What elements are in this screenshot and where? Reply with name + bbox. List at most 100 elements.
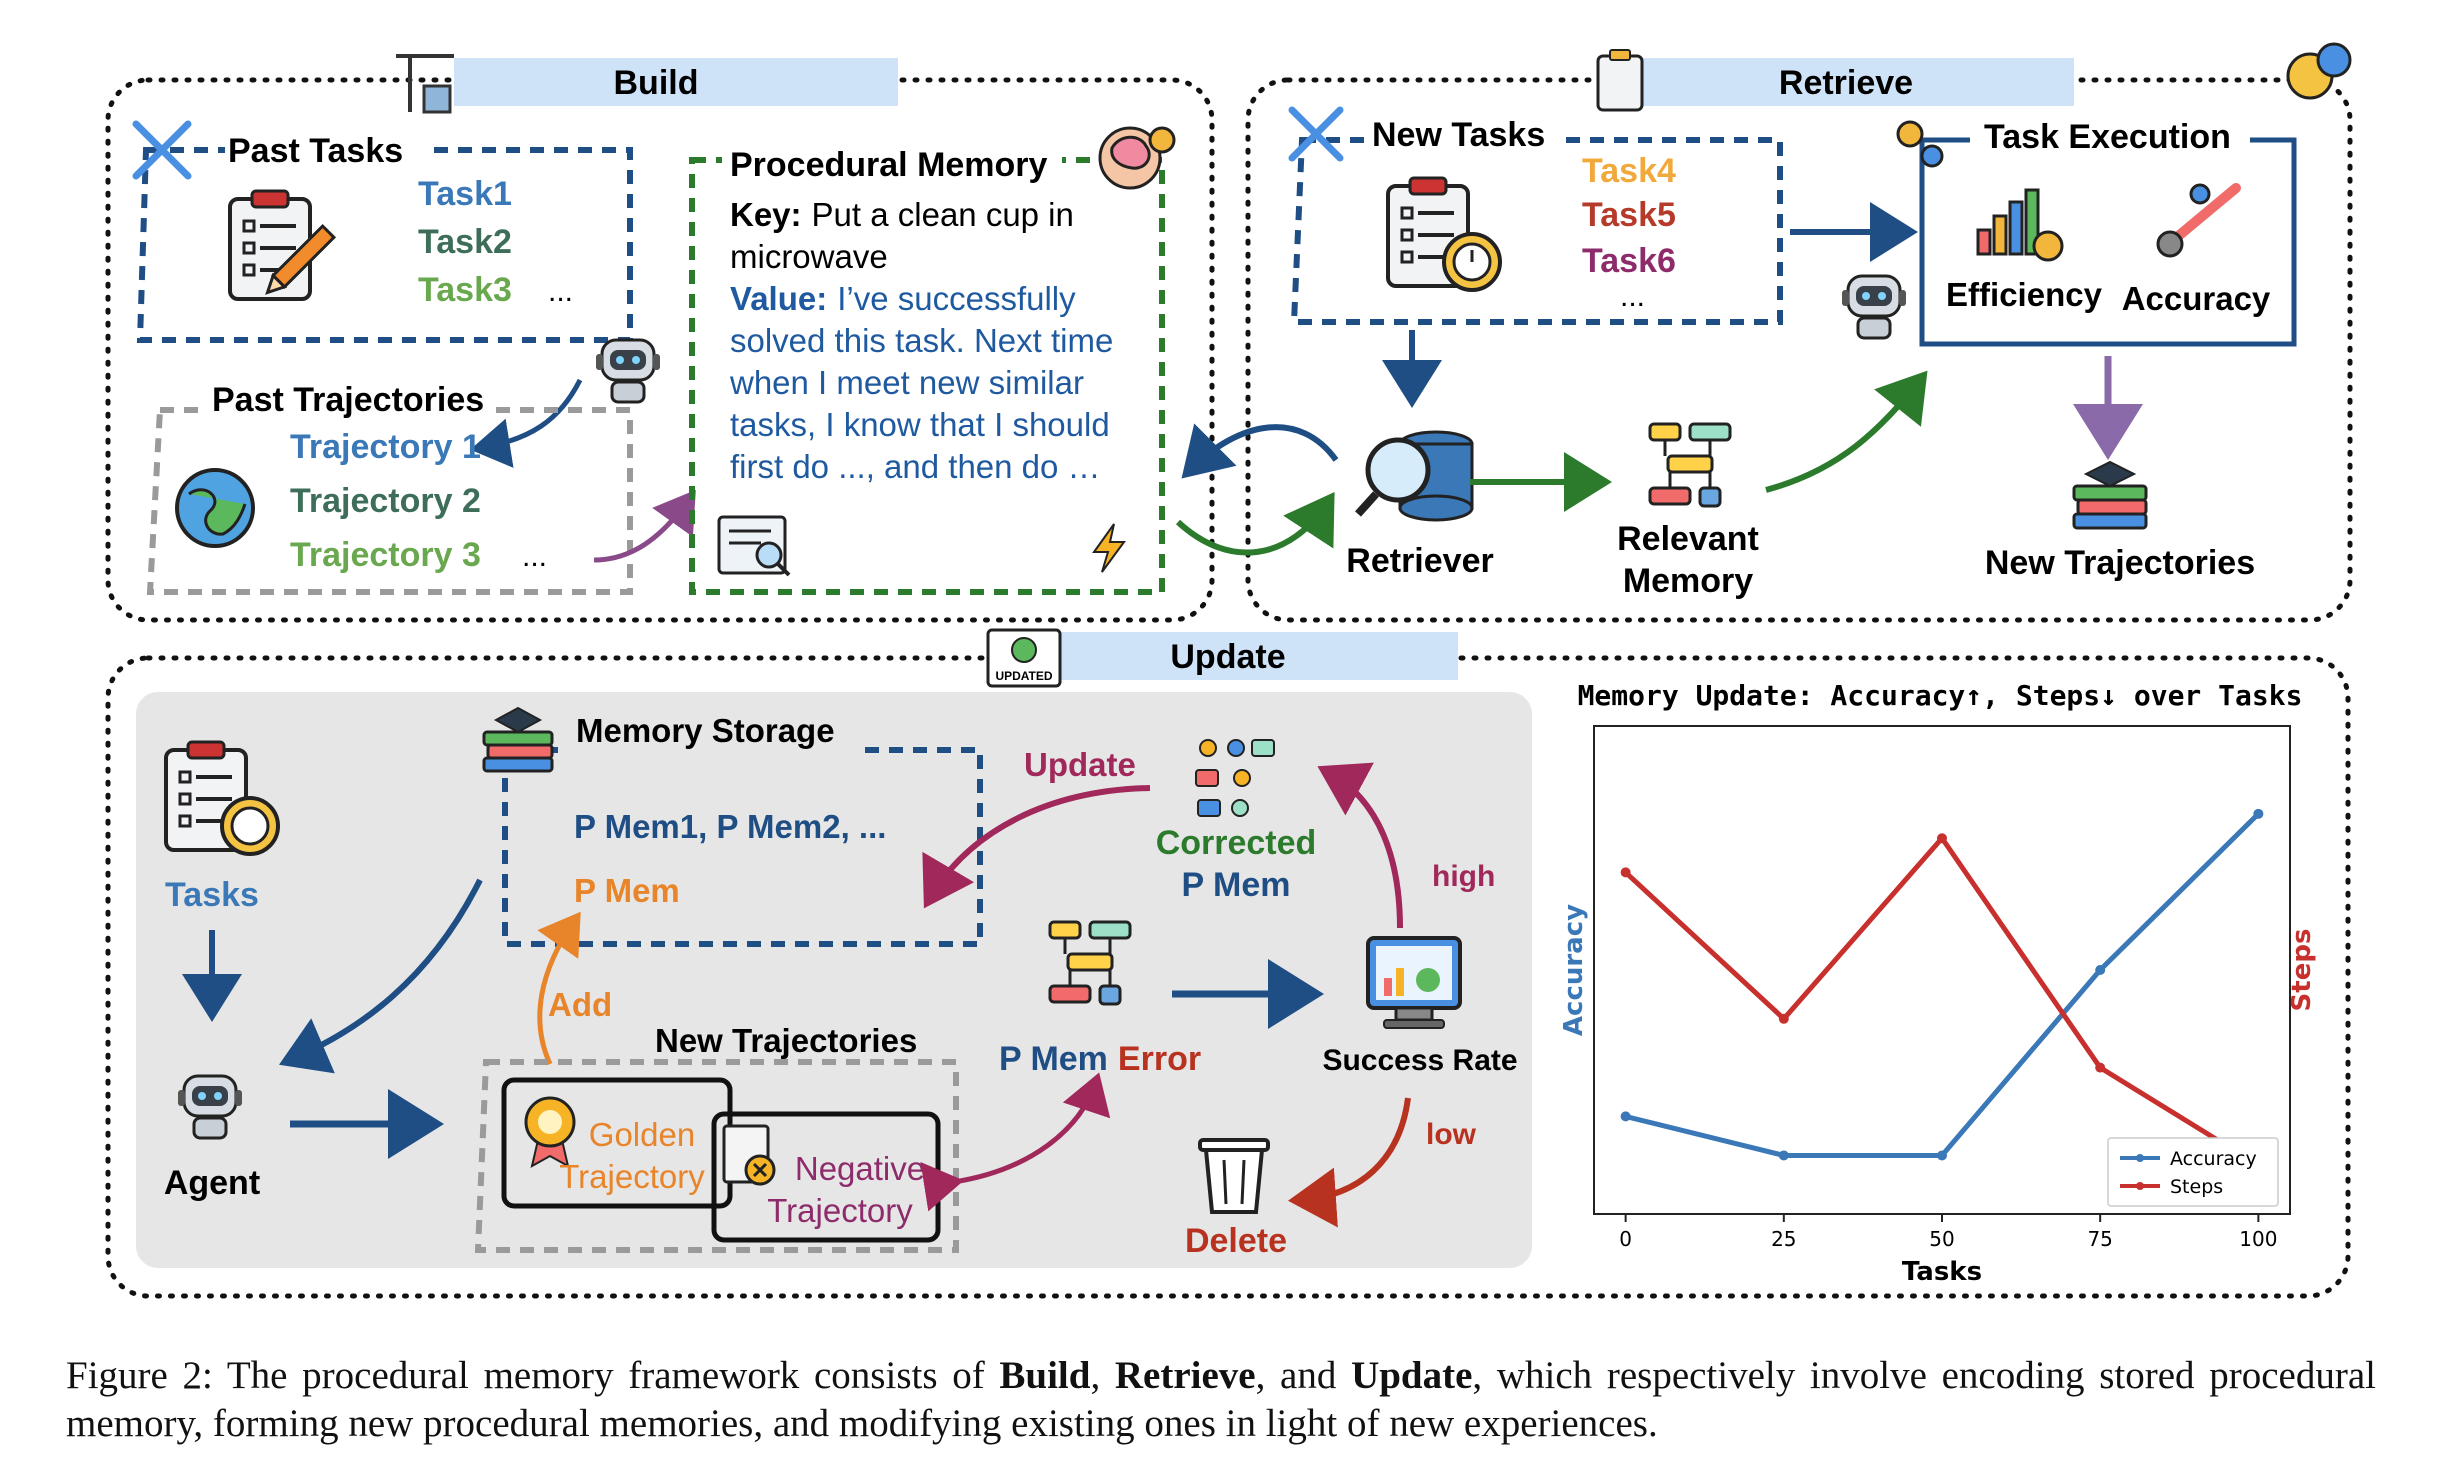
x-tick-label: 75 [2087,1227,2112,1251]
svg-text:UPDATED: UPDATED [995,669,1052,683]
arrow-update [922,785,1151,909]
tools-icon [1288,106,1344,162]
x-tick-label: 50 [1929,1227,1954,1251]
pmem-list: P Mem1, P Mem2, ... [574,808,886,845]
figure-caption: Figure 2: The procedural memory framewor… [66,1352,2376,1448]
delete-label: Delete [1185,1222,1287,1260]
new-trajectories-title: New Trajectories [655,1022,917,1059]
task-execution-title: Task Execution [1984,118,2231,156]
framework-figure: Build Past Tasks Task1 Task2 Task3 ... P… [105,42,2353,1299]
caption-sep: , [1090,1354,1115,1397]
value-line-5: first do ..., and then do … [730,448,1101,485]
new-task-6: Task6 [1582,242,1676,280]
pencil-icon [265,223,337,295]
data-point-accuracy [1937,1150,1947,1161]
accuracy-label: Accuracy [2122,280,2271,317]
update-label: Update [1024,746,1136,783]
arrow-low [1288,1097,1411,1228]
legend-label-accuracy: Accuracy [2170,1148,2257,1170]
x-tick-label: 0 [1619,1227,1632,1251]
caption-build: Build [999,1354,1091,1397]
arrow-procedural-to-retriever [1175,491,1335,556]
success-rate-label: Success Rate [1322,1044,1517,1077]
trash-icon [1198,1138,1270,1214]
stopwatch-icon [1442,232,1502,292]
data-point-accuracy [2095,965,2106,975]
value-line-1: Value:I’ve successfully [730,280,1076,317]
arrow-high [1317,762,1403,929]
caption-update: Update [1351,1354,1473,1397]
past-task-3: Task3 [418,271,512,309]
update-gray-area [136,692,1532,1268]
past-task-1: Task1 [418,175,512,213]
y-axis-label-right: Steps [2287,929,2317,1012]
legend-box [2107,1137,2279,1207]
data-point-accuracy [1778,1150,1789,1161]
new-tasks-title: New Tasks [1372,116,1545,154]
data-point-steps [1778,1013,1789,1024]
new-task-4: Task4 [1582,152,1676,190]
memory-storage-title: Memory Storage [576,712,835,749]
build-title-bg [454,58,898,106]
low-label: low [1426,1118,1477,1151]
efficiency-label: Efficiency [1946,276,2103,313]
brain-gear-icon [1098,126,1176,190]
golden-trajectory-1: Golden [589,1116,695,1153]
past-trajectory-2: Trajectory 2 [290,482,481,520]
x-tick-label: 100 [2239,1227,2277,1251]
past-tasks-title: Past Tasks [228,132,403,170]
new-tasks-box [1290,137,1783,325]
data-point-steps [2095,1062,2106,1073]
legend-marker-accuracy [2136,1154,2144,1162]
lightning-icon [1092,523,1126,573]
past-trajectories-title: Past Trajectories [212,381,484,419]
past-trajectory-3: Trajectory 3 [290,536,481,574]
tasks-label: Tasks [165,876,259,914]
data-point-steps [1937,833,1947,844]
retriever-label: Retriever [1346,542,1493,580]
corrected-flow-icon [1195,739,1275,817]
past-trajectory-1: Trajectory 1 [290,428,481,466]
updated-badge-icon: UPDATED [986,628,1062,688]
legend-label-steps: Steps [2170,1176,2223,1198]
monitor-icon [1366,936,1462,1029]
data-point-steps [1620,867,1631,878]
past-tasks-box [136,147,633,343]
past-tasks-more: ... [548,275,573,308]
database-search-icon [1355,430,1474,522]
past-trajectories-more: ... [522,540,547,573]
key-line-2: microwave [730,238,888,275]
x-axis-label: Tasks [1902,1257,1982,1287]
caption-text: Figure 2: The procedural memory framewor… [66,1354,1000,1397]
arrow-add [537,911,581,1066]
new-tasks-more: ... [1620,280,1645,313]
series-line-steps [1623,834,2260,1168]
qc-clipboard-icon [1596,49,1644,112]
value-line-2: solved this task. Next time [730,322,1113,359]
update-title-bg [1020,632,1458,680]
data-point-accuracy [1620,1111,1631,1122]
key-line-1: Key:Put a clean cup in [730,196,1074,233]
arrow-tasks-to-trajectories [470,378,583,468]
tools-icon [132,120,192,180]
stopwatch-icon [220,796,280,856]
golden-trajectory-2: Trajectory [559,1158,705,1195]
past-task-2: Task2 [418,223,512,261]
negative-trajectory-2: Trajectory [767,1192,913,1229]
high-label: high [1432,860,1495,893]
relevant-memory-label-1: Relevant [1617,520,1759,558]
value-line-4: tasks, I know that I should [730,406,1110,443]
arrow-retriever-to-procedural [1181,423,1339,479]
build-panel-border [105,77,1215,623]
caption-retrieve: Retrieve [1114,1354,1256,1397]
robot-icon [594,338,662,404]
arrow-storage-to-agent [278,878,483,1074]
data-point-accuracy [2253,808,2264,819]
y-axis-label-left: Accuracy [1559,904,1589,1036]
x-tick-label: 25 [1771,1227,1796,1251]
document-error-icon [722,1124,776,1186]
new-trajectories-box [474,1059,959,1253]
globe-icon [175,468,255,548]
chart-title: Memory Update: Accuracy↑, Steps↓ over Ta… [1578,679,2303,712]
